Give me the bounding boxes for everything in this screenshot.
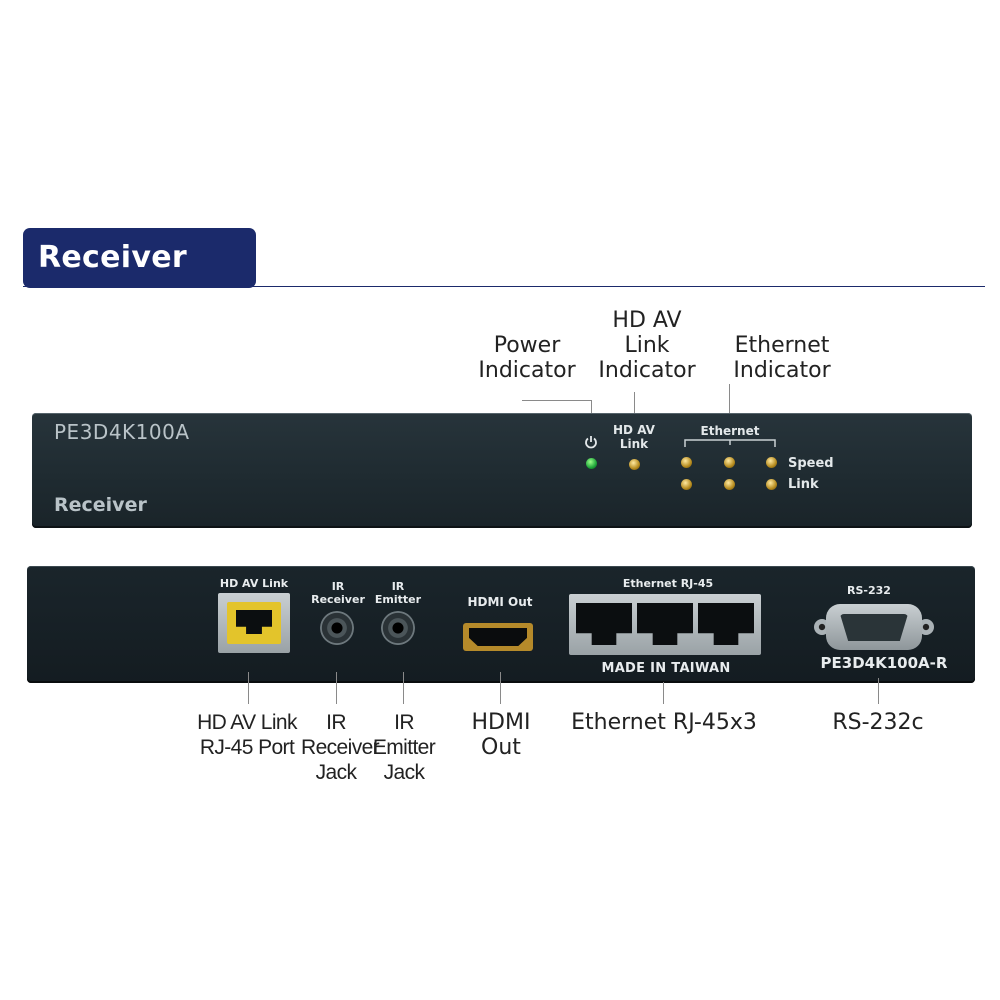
ethernet-link-led-2 xyxy=(724,479,735,490)
hdav-link-led xyxy=(629,459,640,470)
ir-emitter-jack xyxy=(381,611,415,645)
callout-line-rs232 xyxy=(878,678,879,704)
ir-receiver-jack xyxy=(320,611,354,645)
ethernet-speed-led-3 xyxy=(766,457,777,468)
made-in-label: MADE IN TAIWAN xyxy=(601,661,731,676)
rear-ir-emitter-label: IR Emitter xyxy=(374,580,422,606)
power-led xyxy=(586,458,597,469)
callout-line-ethernet xyxy=(729,384,730,418)
callout-line-hdav-port xyxy=(248,672,249,704)
ethernet-link-led-1 xyxy=(681,479,692,490)
front-panel xyxy=(32,413,972,528)
rear-ethernet-label: Ethernet RJ-45 xyxy=(622,577,714,590)
callout-line-power xyxy=(522,400,592,401)
callout-power-indicator: Power Indicator xyxy=(478,333,576,383)
header-tab xyxy=(23,228,256,288)
callout-hdav-link-indicator: HD AV Link Indicator xyxy=(598,308,696,383)
ethernet-speed-led-2 xyxy=(724,457,735,468)
callout-line-hdmi xyxy=(500,672,501,704)
front-hdav-label: HD AV Link xyxy=(613,423,655,451)
ethernet-bracket xyxy=(684,439,776,447)
callout-hdav-port: HD AV Link RJ-45 Port xyxy=(197,711,297,759)
callout-ethernet-indicator: Ethernet Indicator xyxy=(733,333,831,383)
front-ethernet-label: Ethernet xyxy=(700,424,760,438)
ethernet-speed-led-1 xyxy=(681,457,692,468)
rear-hdmi-label: HDMI Out xyxy=(467,595,533,609)
callout-line-ir-emitter xyxy=(403,672,404,704)
callout-ethernet-rj45: Ethernet RJ-45x3 xyxy=(571,710,757,735)
hdmi-out-socket xyxy=(469,628,527,646)
callout-ir-emitter: IR Emitter Jack xyxy=(372,711,436,784)
callout-line-ethernet-rj45 xyxy=(663,682,664,704)
page-title: Receiver xyxy=(38,240,187,275)
front-model-number: PE3D4K100A xyxy=(54,420,190,444)
ethernet-link-led-3 xyxy=(766,479,777,490)
link-label: Link xyxy=(788,477,819,492)
rear-ir-receiver-label: IR Receiver xyxy=(311,580,365,606)
speed-label: Speed xyxy=(788,456,834,471)
front-device-name: Receiver xyxy=(54,494,147,516)
callout-line-ir-receiver xyxy=(336,672,337,704)
callout-line-hdav xyxy=(634,392,635,418)
power-icon xyxy=(585,436,597,449)
callout-hdmi-out: HDMI Out xyxy=(471,710,531,760)
callout-rs232c: RS-232c xyxy=(832,710,924,735)
rear-rs232-label: RS-232 xyxy=(847,584,891,597)
rear-model-number: PE3D4K100A-R xyxy=(820,654,948,672)
rs232-screw-right xyxy=(918,619,934,635)
callout-ir-receiver: IR Receiver Jack xyxy=(301,711,380,784)
rs232-socket xyxy=(840,614,908,641)
rear-hdav-label: HD AV Link xyxy=(219,577,289,590)
header-divider xyxy=(23,286,985,287)
